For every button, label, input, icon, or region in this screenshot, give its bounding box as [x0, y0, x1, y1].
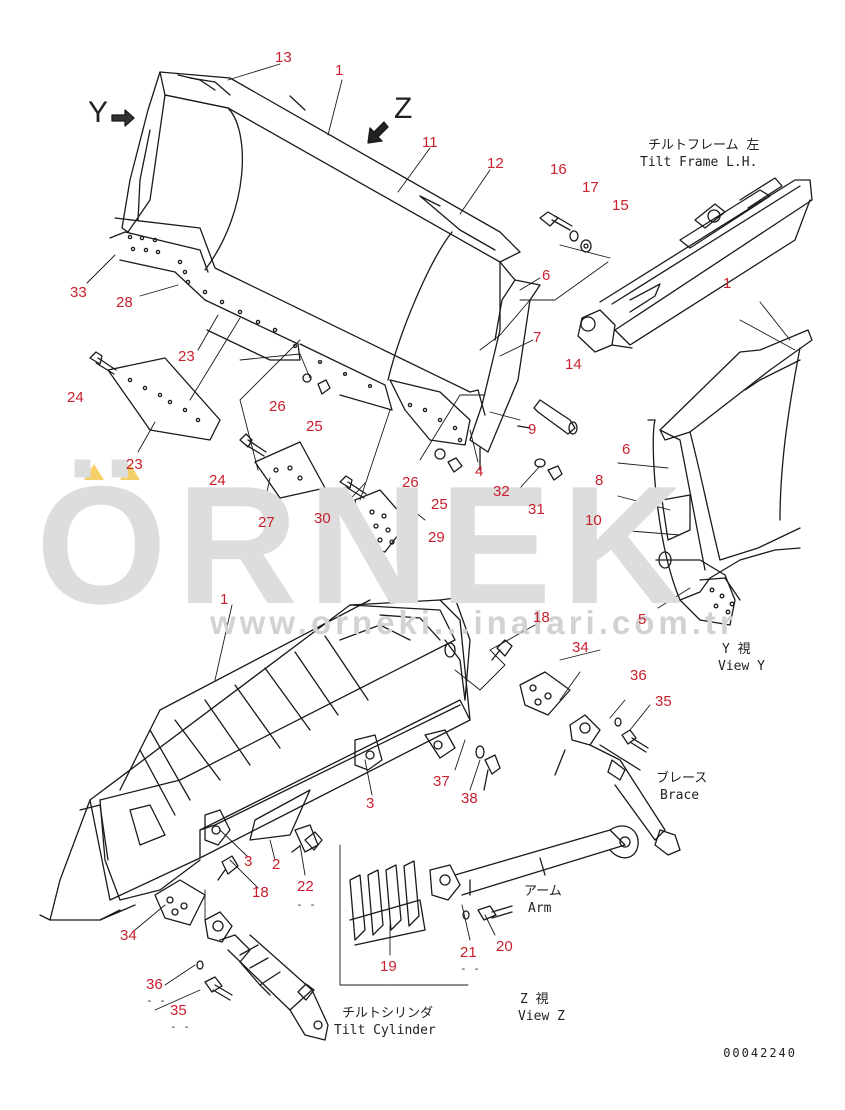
- callout-10: 10: [585, 512, 602, 529]
- dash-mark-36: - -: [146, 994, 166, 1007]
- watermark-url: www.orneki...inalari.com.tr: [210, 604, 737, 641]
- callout-1-right: 1: [723, 275, 732, 292]
- caption-view-z-en: View Z: [518, 1009, 565, 1024]
- drawing-number: 00042240: [723, 1046, 797, 1060]
- callout-17: 17: [582, 179, 599, 196]
- caption-tilt-frame-en: Tilt Frame L.H.: [640, 155, 758, 170]
- callout-22: 22: [297, 878, 314, 895]
- arrow-y-label: Y: [88, 96, 109, 129]
- arrow-y: [111, 109, 135, 127]
- callout-34-lower: 34: [120, 927, 137, 944]
- hardware-upper: [89, 211, 592, 553]
- callout-26-lower: 26: [402, 474, 419, 491]
- callout-25-lower: 25: [431, 496, 448, 513]
- caption-brace-en: Brace: [660, 788, 700, 803]
- callout-27: 27: [258, 514, 275, 531]
- callout-35-upper: 35: [655, 693, 672, 710]
- callout-3-right: 3: [366, 795, 375, 812]
- callout-23-upper: 23: [178, 348, 195, 365]
- callout-13: 13: [275, 49, 292, 66]
- callout-36-lower: 36: [146, 976, 163, 993]
- upper-blade: [109, 71, 541, 453]
- dash-mark-21: - -: [460, 962, 480, 975]
- callout-23-lower: 23: [126, 456, 143, 473]
- callout-25-upper: 25: [306, 418, 323, 435]
- callout-38: 38: [461, 790, 478, 807]
- callout-29: 29: [428, 529, 445, 546]
- callout-11: 11: [422, 134, 438, 151]
- callout-21: 21: [460, 944, 477, 961]
- callout-18-lower: 18: [252, 884, 269, 901]
- leaders-upper: [86, 63, 611, 521]
- callout-33: 33: [70, 284, 87, 301]
- callout-12: 12: [487, 155, 504, 172]
- callout-35-lower: 35: [170, 1002, 187, 1019]
- callout-24-lower: 24: [209, 472, 226, 489]
- callout-4: 4: [475, 463, 484, 480]
- callout-14: 14: [565, 356, 582, 373]
- caption-arm-en: Arm: [528, 901, 552, 916]
- dash-mark-22: - -: [296, 898, 316, 911]
- callout-30: 30: [314, 510, 331, 527]
- callout-3-left: 3: [244, 853, 253, 870]
- caption-arm-jp: アーム: [524, 884, 562, 899]
- callout-6-right: 6: [622, 441, 631, 458]
- callout-6-upper: 6: [542, 267, 551, 284]
- callout-19: 19: [380, 958, 397, 975]
- callout-20: 20: [496, 938, 513, 955]
- callout-24-upper: 24: [67, 389, 84, 406]
- caption-brace-jp: ブレース: [656, 771, 708, 786]
- callout-7: 7: [533, 329, 542, 346]
- caption-view-z-jp: Z 視: [520, 992, 549, 1007]
- callout-37: 37: [433, 773, 450, 790]
- view-y-detail: [617, 301, 813, 626]
- callout-18-upper: 18: [533, 609, 550, 626]
- caption-tilt-cyl-jp: チルトシリンダ: [342, 1006, 434, 1021]
- hardware-lower: [154, 639, 681, 1041]
- arrow-z-label: Z: [394, 92, 413, 125]
- caption-view-y-jp: Y 視: [722, 642, 751, 657]
- callout-15: 15: [612, 197, 629, 214]
- callout-32: 32: [493, 483, 510, 500]
- dash-mark-19: - -: [383, 978, 403, 991]
- callout-36-upper: 36: [630, 667, 647, 684]
- callout-1-lower: 1: [220, 591, 229, 608]
- callout-5: 5: [638, 611, 647, 628]
- callout-8: 8: [595, 472, 604, 489]
- callout-34-upper: 34: [572, 639, 589, 656]
- dash-mark-35: - -: [170, 1020, 190, 1033]
- watermark-brand: ÖRNEK: [36, 451, 693, 639]
- callout-9: 9: [528, 421, 537, 438]
- arrow-z: [367, 121, 389, 144]
- tilt-frame: [577, 177, 813, 353]
- callout-2: 2: [272, 856, 281, 873]
- callout-31: 31: [528, 501, 545, 518]
- caption-tilt-cyl-en: Tilt Cylinder: [334, 1023, 436, 1038]
- leaders-lower: [134, 604, 651, 1011]
- callout-16: 16: [550, 161, 567, 178]
- caption-view-y-en: View Y: [718, 659, 765, 674]
- callout-26-upper: 26: [269, 398, 286, 415]
- caption-tilt-frame-jp: チルトフレーム 左: [648, 138, 760, 153]
- callout-1-upper: 1: [335, 62, 344, 79]
- lower-blade: [39, 597, 471, 921]
- watermark-dots: [84, 464, 140, 480]
- callout-28: 28: [116, 294, 133, 311]
